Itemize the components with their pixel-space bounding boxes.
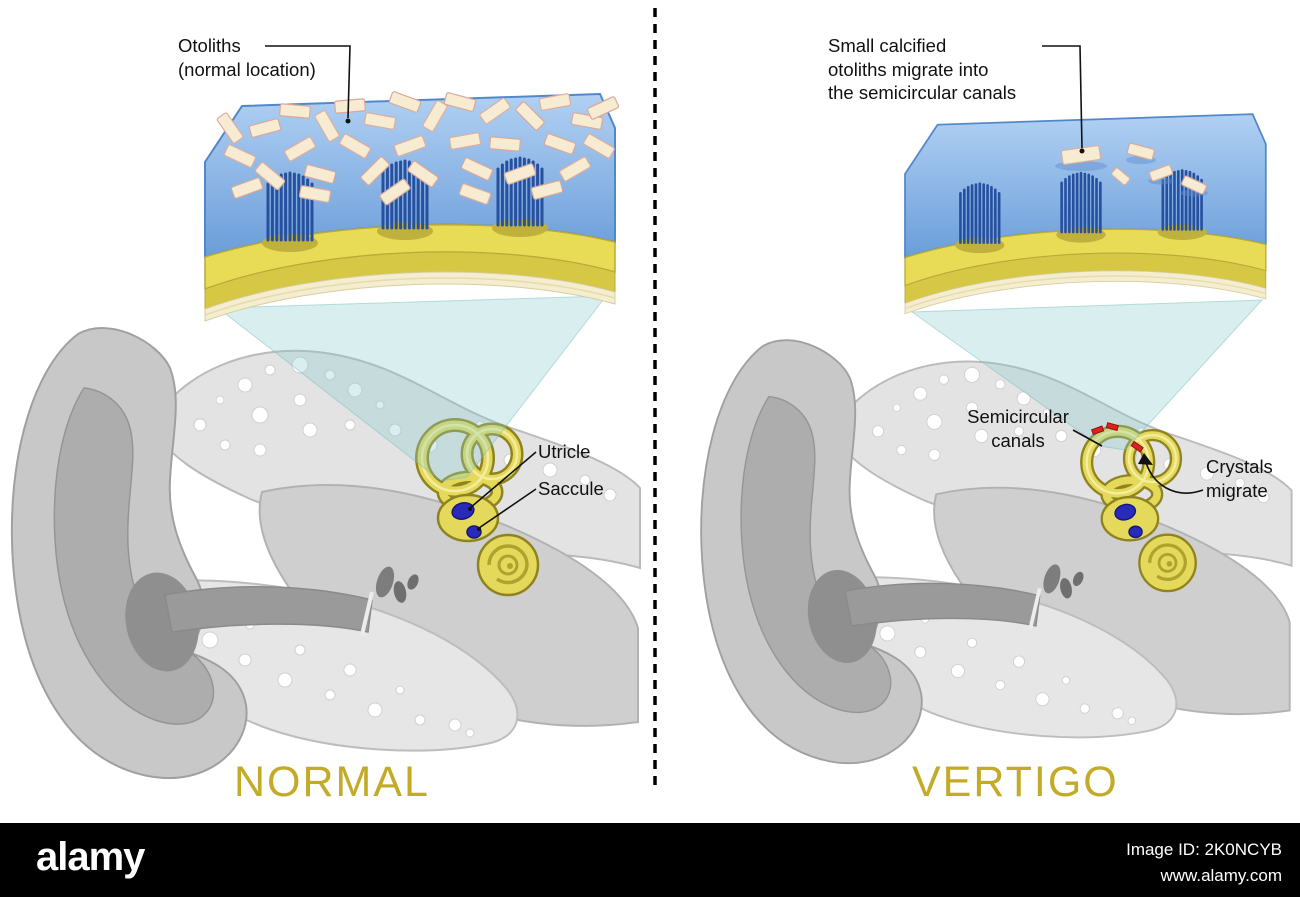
macula-panel-normal — [205, 91, 620, 321]
footer-meta: Image ID: 2K0NCYB www.alamy.com — [1126, 837, 1282, 890]
label-saccule: Saccule — [538, 478, 604, 499]
ear-vertigo — [701, 340, 1291, 763]
zoom-cone-right — [910, 299, 1264, 451]
zoom-cone-left — [216, 295, 608, 482]
label-otoliths-normal-location: Otoliths (normal location) — [178, 35, 316, 80]
caption-normal: NORMAL — [234, 758, 430, 806]
otoliths-migrated — [1055, 142, 1208, 197]
site-url: www.alamy.com — [1160, 866, 1282, 886]
label-otoliths-migrate: Small calcified otoliths migrate into th… — [828, 35, 1017, 104]
label-utricle: Utricle — [538, 441, 591, 462]
label-crystals-migrate: Crystals migrate — [1206, 456, 1273, 501]
alamy-logo: alamy — [36, 835, 145, 879]
migrated-crystals-in-canal — [1090, 422, 1144, 453]
caption-vertigo: VERTIGO — [912, 758, 1119, 806]
ear-normal — [12, 328, 640, 778]
image-id: Image ID: 2K0NCYB — [1126, 840, 1282, 859]
macula-panel-vertigo — [905, 114, 1266, 314]
leader-lines — [265, 45, 1204, 531]
otoliths-normal — [216, 91, 620, 206]
footer-bar: alamy Image ID: 2K0NCYB www.alamy.com — [0, 823, 1300, 897]
label-semicircular-canals: Semicircular canals — [967, 406, 1069, 451]
